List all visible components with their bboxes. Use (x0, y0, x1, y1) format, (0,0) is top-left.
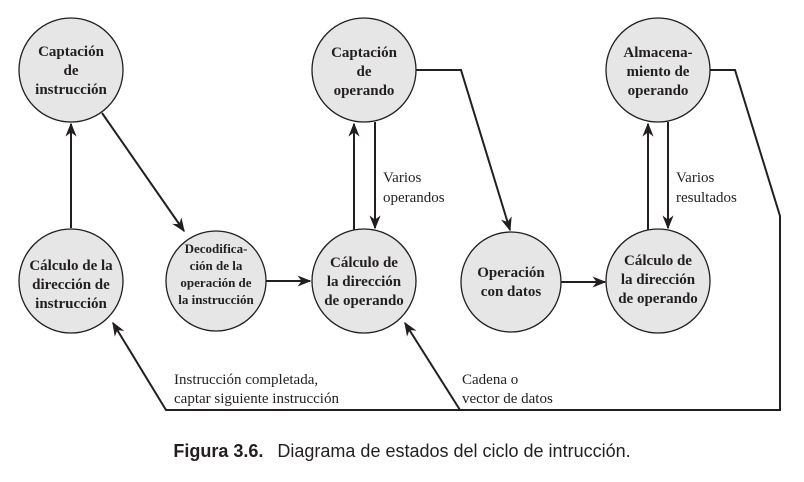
figure-caption-text: Diagrama de estados del ciclo de intrucc… (277, 441, 631, 461)
figure-caption: Figura 3.6. Diagrama de estados del ciclo… (0, 441, 804, 462)
label-instruccion-completada: Instrucción completada,captar siguiente … (174, 372, 339, 407)
edge-fetch-operand-to-data-operation (415, 69, 512, 232)
edge-store-to-next-instruction (112, 69, 781, 411)
edge-fetch-instr-to-decode (101, 112, 185, 233)
figure-number: Figura 3.6. (173, 441, 264, 461)
edge-string-vector-to-calc-operand (404, 321, 461, 411)
edges (65, 69, 781, 411)
